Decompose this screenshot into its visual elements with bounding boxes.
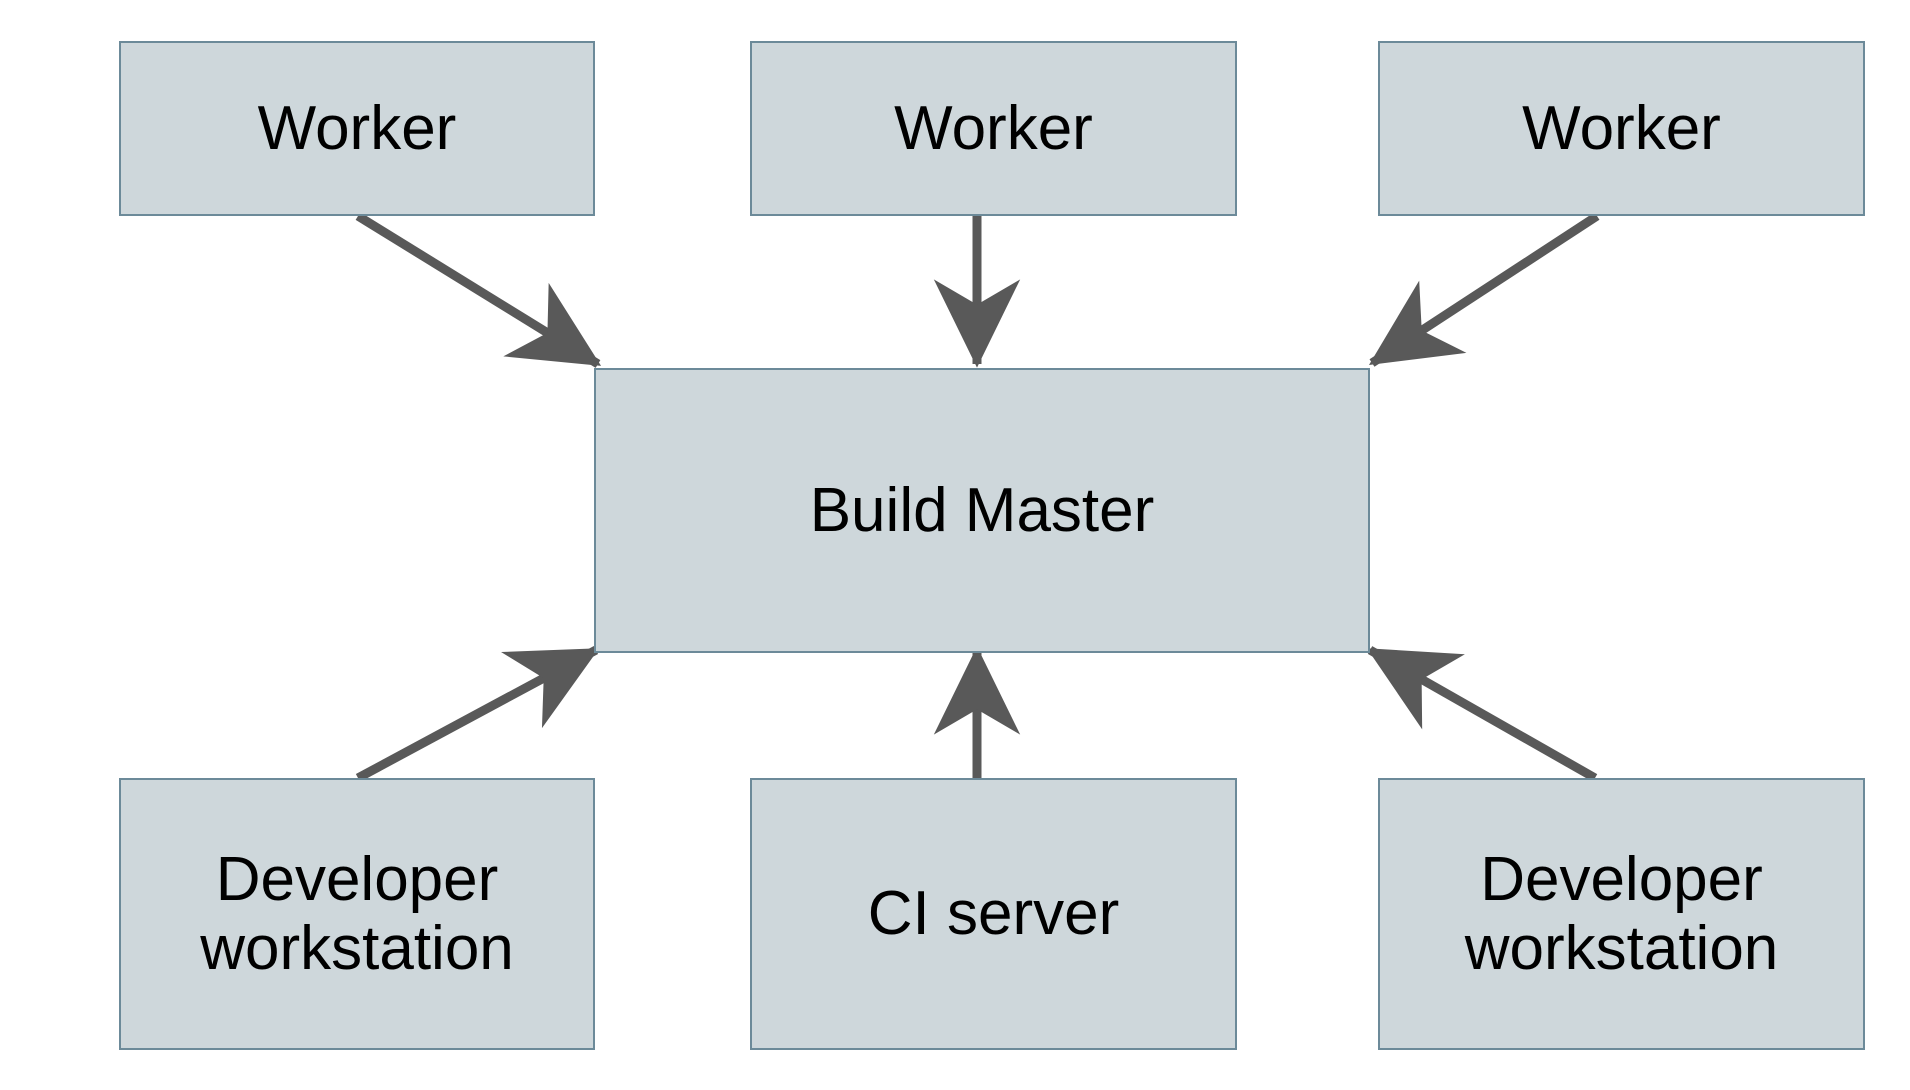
edge-worker-1-to-build-master (355, 212, 602, 368)
node-worker-2-label: Worker (894, 93, 1093, 163)
node-developer-workstation-1[interactable]: Developer workstation (119, 778, 595, 1050)
node-worker-2[interactable]: Worker (750, 41, 1237, 216)
node-ci-server-label: CI server (867, 879, 1120, 949)
node-build-master-label: Build Master (809, 475, 1155, 545)
node-developer-workstation-2[interactable]: Developer workstation (1378, 778, 1865, 1050)
node-ci-server[interactable]: CI server (750, 778, 1237, 1050)
node-build-master[interactable]: Build Master (594, 368, 1370, 653)
node-worker-1[interactable]: Worker (119, 41, 595, 216)
node-developer-workstation-2-label: Developer workstation (1464, 844, 1779, 983)
node-worker-3[interactable]: Worker (1378, 41, 1865, 216)
edge-workstation-2-to-build-master (1366, 646, 1598, 782)
edge-workstation-1-to-build-master (355, 646, 600, 782)
node-worker-1-label: Worker (257, 93, 457, 163)
edge-worker-3-to-build-master (1368, 212, 1600, 367)
node-worker-3-label: Worker (1522, 93, 1721, 163)
node-developer-workstation-1-label: Developer workstation (200, 844, 514, 983)
